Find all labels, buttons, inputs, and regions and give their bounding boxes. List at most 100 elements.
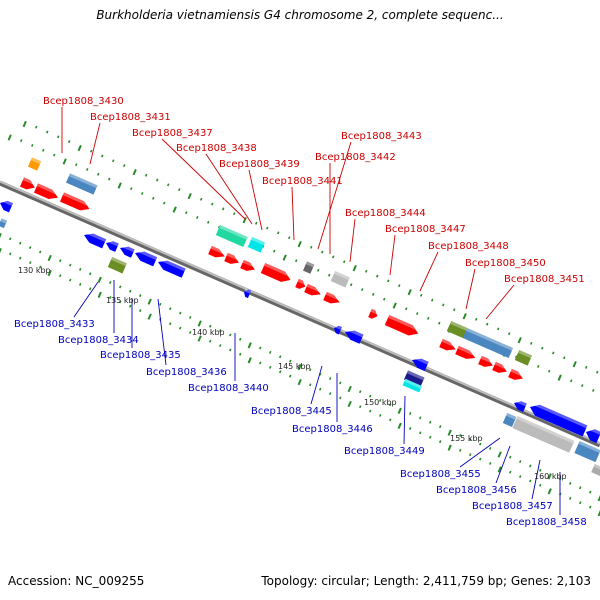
gene-label-forward[interactable]: Bcep1808_3441 bbox=[262, 176, 343, 187]
gene-arrow[interactable] bbox=[508, 368, 525, 383]
gene-arrow[interactable] bbox=[0, 198, 13, 213]
tick-mark bbox=[358, 390, 362, 394]
gene-label-forward[interactable]: Bcep1808_3431 bbox=[90, 112, 171, 123]
gene-arrow[interactable] bbox=[240, 259, 257, 274]
tick-mark bbox=[458, 433, 462, 437]
tick-mark bbox=[318, 387, 322, 391]
gene-label-reverse[interactable]: Bcep1808_3446 bbox=[292, 424, 373, 435]
tick-mark bbox=[349, 283, 353, 287]
gene-label-reverse[interactable]: Bcep1808_3457 bbox=[472, 501, 553, 512]
gene-label-reverse[interactable]: Bcep1808_3449 bbox=[344, 446, 425, 457]
gene-arrow[interactable] bbox=[304, 283, 323, 299]
gene-arrow[interactable] bbox=[591, 463, 600, 477]
gene-arrow[interactable] bbox=[402, 378, 422, 393]
gene-arrow[interactable] bbox=[514, 349, 533, 366]
tick-mark bbox=[197, 320, 202, 327]
gene-arrow[interactable] bbox=[368, 308, 380, 320]
tick-mark bbox=[258, 346, 262, 350]
gene-arrow[interactable] bbox=[0, 218, 8, 229]
gene-label-reverse[interactable]: Bcep1808_3456 bbox=[436, 485, 517, 496]
leader-line bbox=[310, 365, 323, 405]
gene-label-reverse[interactable]: Bcep1808_3434 bbox=[58, 335, 139, 346]
tick-mark bbox=[218, 329, 222, 333]
scale-label: 160 kbp bbox=[534, 472, 567, 481]
gene-label-forward[interactable]: Bcep1808_3442 bbox=[315, 152, 396, 163]
gene-arrow[interactable] bbox=[65, 173, 98, 195]
gene-arrow[interactable] bbox=[19, 177, 37, 192]
gene-arrow[interactable] bbox=[332, 324, 343, 335]
tick-mark bbox=[342, 260, 346, 264]
gene-label-forward[interactable]: Bcep1808_3430 bbox=[43, 96, 124, 107]
gene-arrow[interactable] bbox=[455, 345, 478, 362]
gene-label-forward[interactable]: Bcep1808_3443 bbox=[341, 131, 422, 142]
gene-arrow[interactable] bbox=[295, 278, 308, 291]
tick-mark bbox=[547, 473, 552, 480]
gene-arrow[interactable] bbox=[462, 327, 514, 359]
gene-arrow[interactable] bbox=[82, 230, 107, 249]
gene-arrow[interactable] bbox=[247, 236, 266, 253]
gene-arrow[interactable] bbox=[59, 192, 92, 213]
gene-label-forward[interactable]: Bcep1808_3437 bbox=[132, 128, 213, 139]
gene-label-reverse[interactable]: Bcep1808_3440 bbox=[188, 383, 269, 394]
tick-mark bbox=[468, 438, 472, 442]
gene-arrow[interactable] bbox=[242, 288, 252, 299]
gene-arrow[interactable] bbox=[208, 245, 227, 261]
gene-label-forward[interactable]: Bcep1808_3439 bbox=[219, 159, 300, 170]
gene-arrow[interactable] bbox=[384, 314, 421, 339]
gene-arrow[interactable] bbox=[323, 291, 342, 307]
gene-label-forward[interactable]: Bcep1808_3451 bbox=[504, 274, 585, 285]
gene-arrow[interactable] bbox=[343, 327, 364, 344]
gene-arrow[interactable] bbox=[118, 243, 135, 258]
gene-arrow[interactable] bbox=[156, 257, 186, 278]
gene-label-reverse[interactable]: Bcep1808_3455 bbox=[400, 469, 481, 480]
gene-label-forward[interactable]: Bcep1808_3438 bbox=[176, 143, 257, 154]
tick-mark bbox=[507, 332, 511, 336]
gene-arrow[interactable] bbox=[410, 355, 429, 371]
tick-mark bbox=[117, 182, 122, 189]
gene-arrow[interactable] bbox=[502, 412, 517, 428]
gene-label-reverse[interactable]: Bcep1808_3436 bbox=[146, 367, 227, 378]
gene-arrow[interactable] bbox=[439, 338, 458, 354]
gene-label-forward[interactable]: Bcep1808_3448 bbox=[428, 241, 509, 252]
gene-label-forward[interactable]: Bcep1808_3447 bbox=[385, 224, 466, 235]
gene-arrow[interactable] bbox=[133, 248, 158, 267]
gene-arrow[interactable] bbox=[27, 157, 42, 171]
tick-mark bbox=[496, 327, 500, 331]
gene-arrow[interactable] bbox=[260, 262, 293, 285]
tick-mark bbox=[238, 337, 242, 341]
gene-arrow[interactable] bbox=[512, 416, 575, 453]
gene-arrow[interactable] bbox=[584, 426, 600, 444]
gene-arrow[interactable] bbox=[33, 183, 60, 202]
tick-mark bbox=[382, 297, 386, 301]
leader-line bbox=[495, 445, 511, 484]
tick-mark bbox=[85, 167, 89, 171]
tick-mark bbox=[468, 453, 472, 457]
gene-arrow[interactable] bbox=[302, 261, 315, 274]
gene-label-forward[interactable]: Bcep1808_3450 bbox=[465, 258, 546, 269]
tick-marks bbox=[0, 120, 600, 517]
gene-arrow[interactable] bbox=[574, 441, 600, 463]
gene-arrow[interactable] bbox=[492, 361, 509, 376]
gene-arrow[interactable] bbox=[478, 355, 495, 370]
gene-label-reverse[interactable]: Bcep1808_3433 bbox=[14, 319, 95, 330]
gene-arrow[interactable] bbox=[330, 270, 350, 288]
gene-label-forward[interactable]: Bcep1808_3444 bbox=[345, 208, 426, 219]
scale-label: 140 kbp bbox=[192, 328, 225, 337]
gene-label-reverse[interactable]: Bcep1808_3435 bbox=[100, 350, 181, 361]
gene-arrow[interactable] bbox=[512, 398, 527, 412]
gene-arrow[interactable] bbox=[403, 370, 425, 387]
gene-arrow[interactable] bbox=[104, 238, 119, 252]
gene-arrow[interactable] bbox=[215, 224, 248, 248]
tick-mark bbox=[74, 163, 78, 167]
tick-mark bbox=[258, 361, 262, 365]
gene-arrow[interactable] bbox=[224, 252, 241, 267]
gene-arrow[interactable] bbox=[107, 256, 127, 274]
gene-label-reverse[interactable]: Bcep1808_3445 bbox=[251, 406, 332, 417]
tick-mark bbox=[540, 346, 544, 350]
gene-arrow[interactable] bbox=[528, 401, 588, 437]
tick-mark bbox=[58, 259, 62, 263]
gene-arrow[interactable] bbox=[446, 320, 468, 339]
gene-label-reverse[interactable]: Bcep1808_3458 bbox=[506, 517, 587, 528]
tick-mark bbox=[22, 120, 27, 128]
